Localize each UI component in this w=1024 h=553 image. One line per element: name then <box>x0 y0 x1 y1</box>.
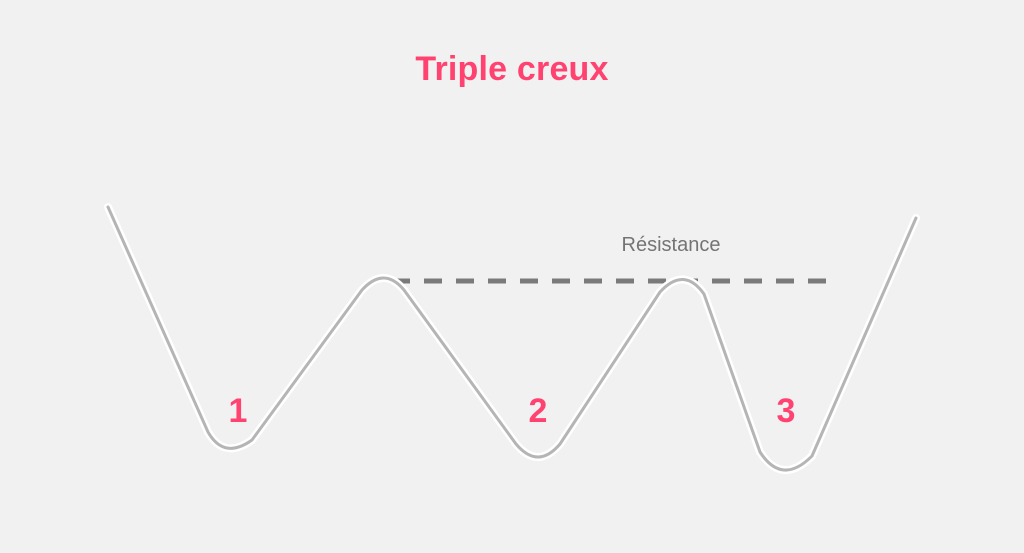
trough-label-2: 2 <box>529 392 548 430</box>
trough-label-3: 3 <box>777 392 796 430</box>
price-path-outline <box>104 203 920 475</box>
price-path <box>106 205 918 472</box>
diagram-title: Triple creux <box>415 50 609 88</box>
resistance-label: Résistance <box>622 234 721 256</box>
trough-label-1: 1 <box>229 392 248 430</box>
